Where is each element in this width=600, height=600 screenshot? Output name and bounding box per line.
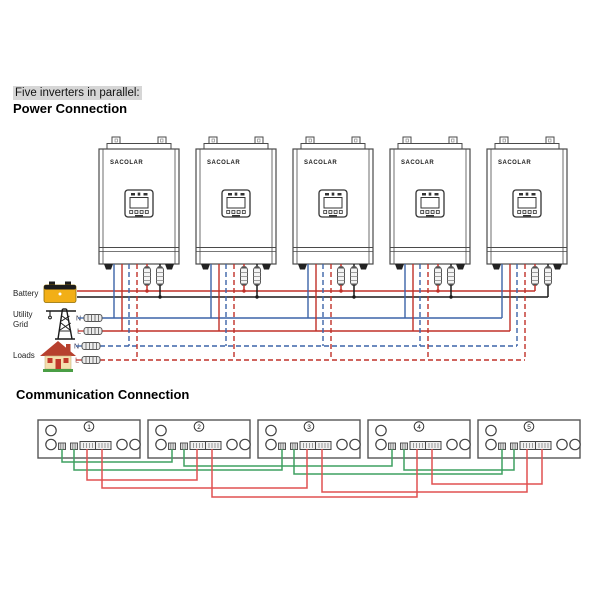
loads-block: Loads — [13, 341, 76, 372]
inverter-unit-2: SACOLAR — [195, 136, 277, 270]
unit-number: 3 — [307, 424, 311, 431]
parallel-comm-port — [205, 441, 222, 450]
line-label: N — [76, 316, 81, 323]
line-label: N — [74, 344, 79, 351]
inverter-drop-wires — [113, 264, 552, 360]
power-section-title: Power Connection — [13, 101, 128, 116]
inverter-units: SACOLAR SACOLAR SACOLAR SACOLAR SACOLAR — [98, 136, 568, 270]
brand-label: SACOLAR — [401, 160, 434, 166]
fuse-icon — [143, 264, 151, 293]
brand-label: SACOLAR — [304, 160, 337, 166]
comm-unit-3: 3 — [257, 419, 361, 459]
current-share-port — [70, 442, 78, 450]
comm-unit-1: 1 — [37, 419, 141, 459]
utility-label: Utility — [13, 310, 33, 319]
fuse-icon — [531, 264, 539, 291]
comm-unit-4: 4 — [367, 419, 471, 459]
breaker-icon — [81, 342, 101, 350]
parallel-comm-port — [79, 441, 96, 450]
inverter-unit-4: SACOLAR — [389, 136, 471, 270]
fuse-icon — [434, 264, 442, 293]
parallel-comm-port — [425, 441, 442, 450]
mounting-bracket — [494, 136, 560, 150]
display-panel — [124, 189, 154, 218]
parallel-comm-port — [95, 441, 112, 450]
display-panel — [415, 189, 445, 218]
inverter-unit-1: SACOLAR — [98, 136, 180, 270]
line-label: L — [75, 358, 79, 365]
unit-number: 4 — [417, 424, 421, 431]
current-share-port — [510, 442, 518, 450]
fuse-icon — [337, 264, 345, 293]
utility-label2: Grid — [13, 320, 28, 329]
unit-number: 2 — [197, 424, 201, 431]
parallel-comm-port — [535, 441, 552, 450]
comm-unit-2: 2 — [147, 419, 251, 459]
current-share-port — [290, 442, 298, 450]
current-share-port — [58, 442, 66, 450]
mounting-bracket — [106, 136, 172, 150]
fuse-icon — [240, 264, 248, 293]
utility-tower-icon — [46, 308, 76, 340]
fuse-icon — [253, 264, 261, 299]
current-share-port — [278, 442, 286, 450]
fuse-icon — [156, 264, 164, 299]
comm-units: 1 2 3 4 5 — [37, 419, 581, 459]
unit-number: 1 — [87, 424, 91, 431]
battery-block: Battery — [13, 281, 77, 303]
breaker-icon — [83, 327, 103, 335]
breaker-icon — [81, 356, 101, 364]
display-panel — [318, 189, 348, 218]
battery-icon — [43, 281, 77, 303]
battery-label: Battery — [13, 289, 38, 298]
parallel-comm-port — [315, 441, 332, 450]
breaker-icon — [83, 314, 103, 322]
fuse-icon — [544, 264, 552, 297]
fuse-icon — [447, 264, 455, 299]
unit-number: 5 — [527, 424, 531, 431]
inverter-unit-5: SACOLAR — [486, 136, 568, 270]
current-share-port — [180, 442, 188, 450]
display-panel — [512, 189, 542, 218]
comm-cables — [61, 449, 543, 498]
current-share-port — [498, 442, 506, 450]
parallel-comm-port — [519, 441, 536, 450]
current-share-port — [388, 442, 396, 450]
comm-unit-5: 5 — [477, 419, 581, 459]
parallel-comm-port — [189, 441, 206, 450]
line-label: L — [77, 329, 81, 336]
power-buses — [77, 290, 548, 361]
inverter-unit-3: SACOLAR — [292, 136, 374, 270]
brand-label: SACOLAR — [110, 160, 143, 166]
comm-section-title: Communication Connection — [16, 387, 190, 402]
mounting-bracket — [300, 136, 366, 150]
mounting-bracket — [397, 136, 463, 150]
loads-label: Loads — [13, 351, 35, 360]
current-share-port — [168, 442, 176, 450]
parallel-comm-port — [299, 441, 316, 450]
brand-label: SACOLAR — [498, 160, 531, 166]
mounting-bracket — [203, 136, 269, 150]
display-panel — [221, 189, 251, 218]
diagram-subtitle: Five inverters in parallel: — [13, 86, 142, 100]
house-icon — [40, 341, 76, 372]
current-share-port — [400, 442, 408, 450]
parallel-comm-port — [409, 441, 426, 450]
brand-label: SACOLAR — [207, 160, 240, 166]
fuse-icon — [350, 264, 358, 299]
